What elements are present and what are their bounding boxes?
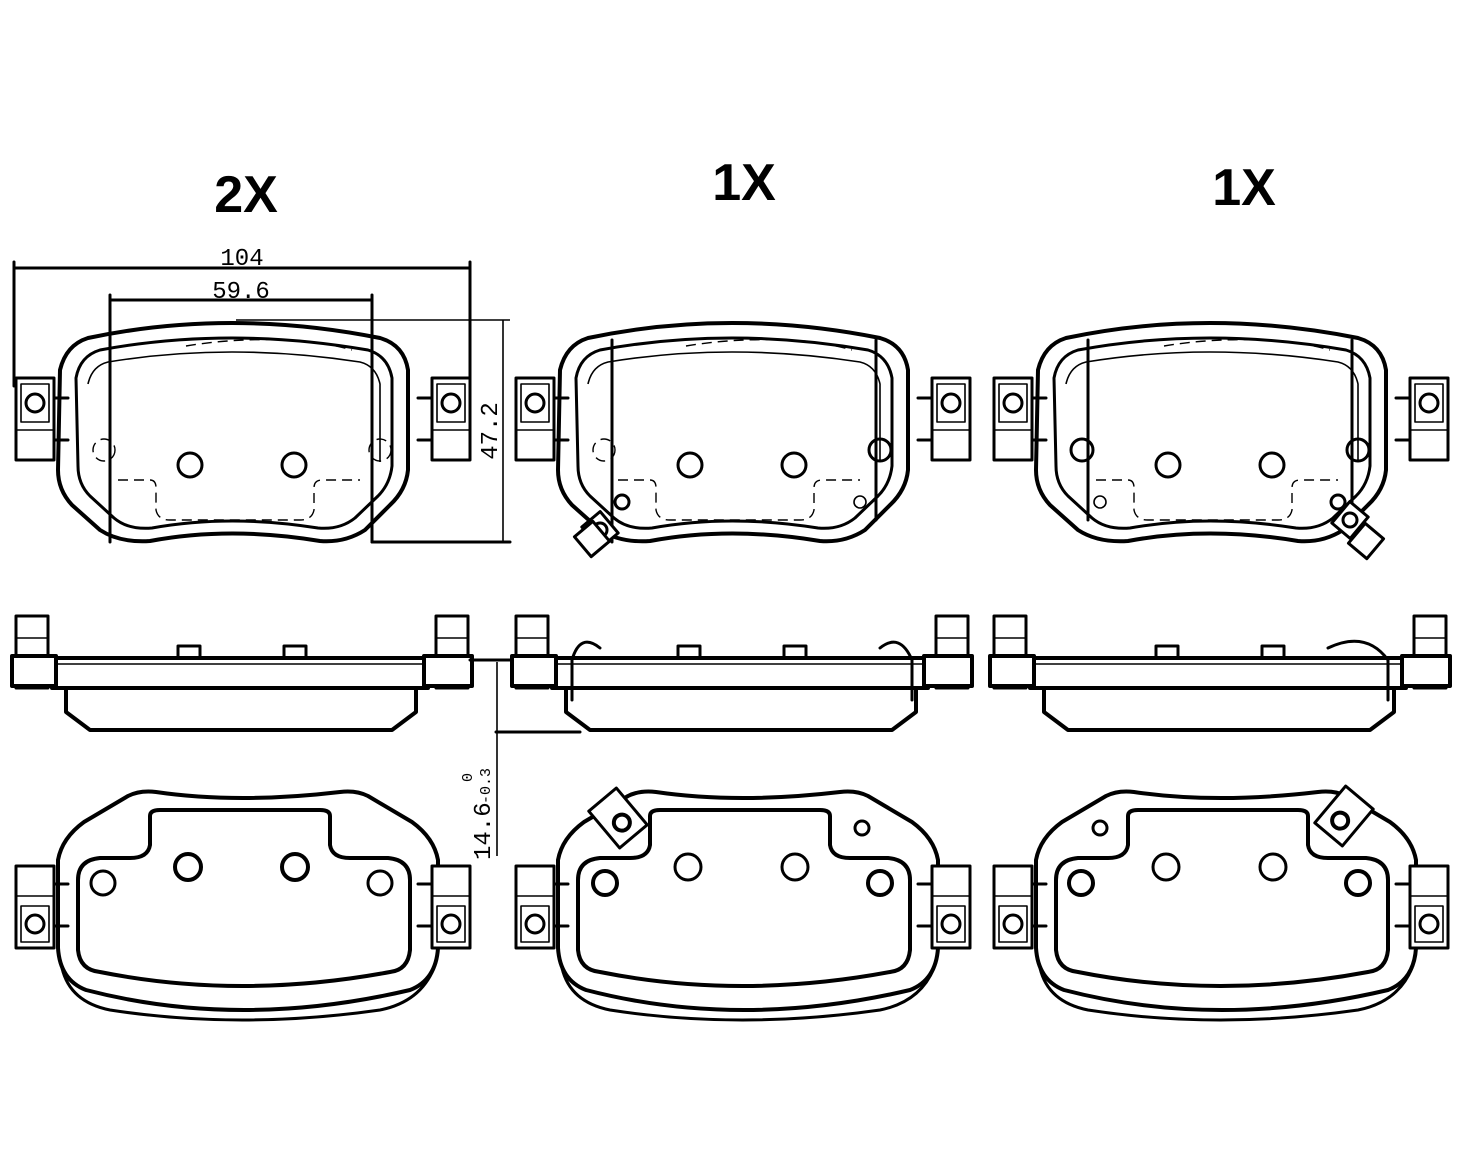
pad-front-view-col3 [992,321,1450,561]
dimension-inner-width: 59.6 [108,279,374,544]
quantity-label-col3: 1X [1212,159,1276,217]
dimension-inner-width-value: 59.6 [212,279,270,306]
dimension-thickness-value: 14.6 [471,802,498,860]
pad-front-view-col1 [14,321,472,544]
pad-side-view-col2 [510,614,974,732]
dimension-thickness: 14.6 -0.3 0 [460,658,582,860]
pad-back-view-col2 [514,786,972,1022]
dimension-thickness-tolerance-lower: -0.3 [478,768,495,804]
pad-back-view-col1 [14,789,472,1022]
pad-front-view-col2 [514,321,972,559]
pad-side-view-col3 [988,614,1452,732]
pad-back-view-col3 [992,784,1450,1022]
pad-side-view-col1 [10,614,474,732]
dimension-height: 47.2 [236,319,512,544]
dimension-overall-width-value: 104 [220,246,263,273]
quantity-label-col1: 2X [214,166,278,224]
dimension-overall-width: 104 [12,246,472,388]
dimension-thickness-tolerance-upper: 0 [460,773,477,782]
dimension-height-value: 47.2 [478,402,505,460]
quantity-label-col2: 1X [712,154,776,212]
